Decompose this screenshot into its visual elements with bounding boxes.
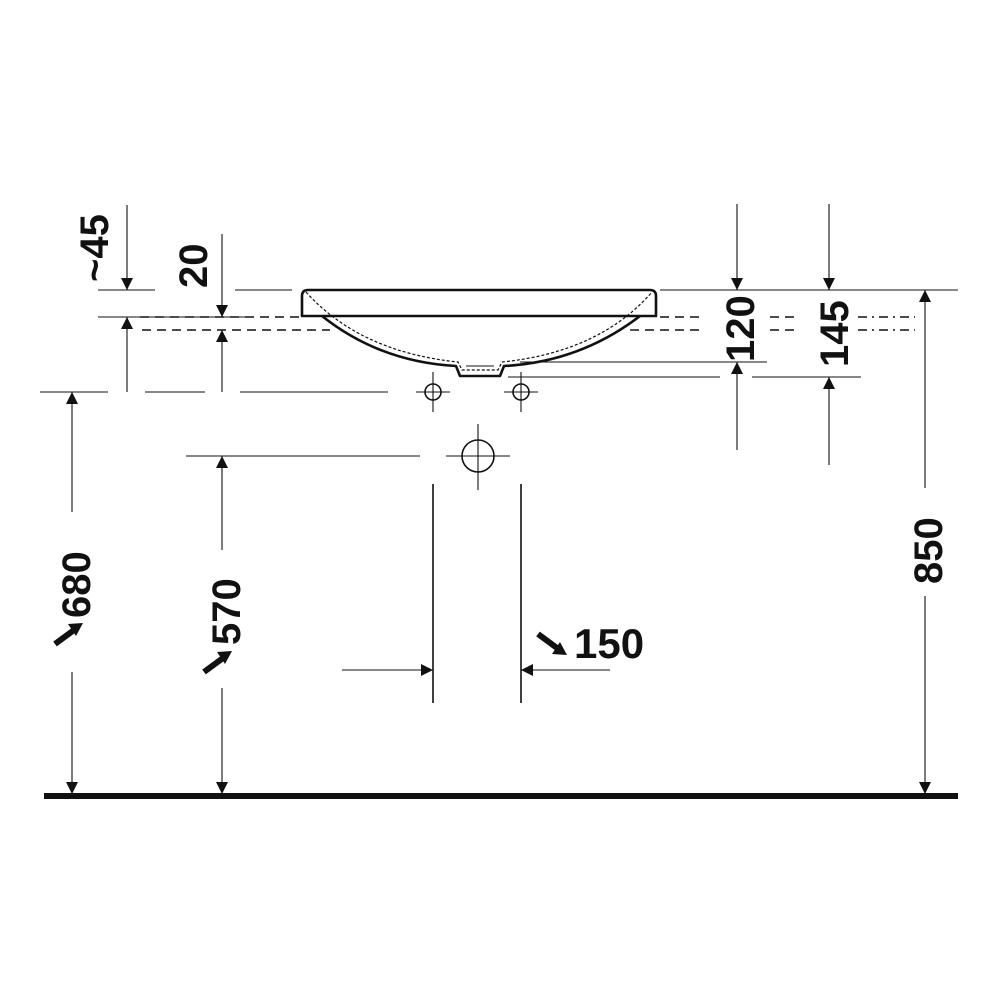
label-bowl-depth: 120: [719, 295, 763, 362]
label-waste-spacing: 150: [574, 620, 644, 667]
label-overall-depth: 145: [813, 300, 857, 367]
crosshair-circle-icon: [416, 372, 450, 412]
label-tap-hole-height: 680: [55, 551, 99, 618]
washbasin-profile: [300, 288, 658, 378]
crosshair-circle-icon: [446, 424, 510, 490]
label-installation-height: 850: [907, 517, 951, 584]
recommended-arrow-icon: [53, 623, 83, 647]
recommended-arrow-icon: [202, 651, 232, 675]
recommended-arrow-icon: [536, 631, 567, 655]
crosshair-circle-icon: [504, 372, 538, 412]
label-rim-depth: ~45: [73, 214, 117, 282]
label-waste-height: 570: [205, 578, 249, 645]
label-rim-thickness: 20: [172, 244, 216, 289]
